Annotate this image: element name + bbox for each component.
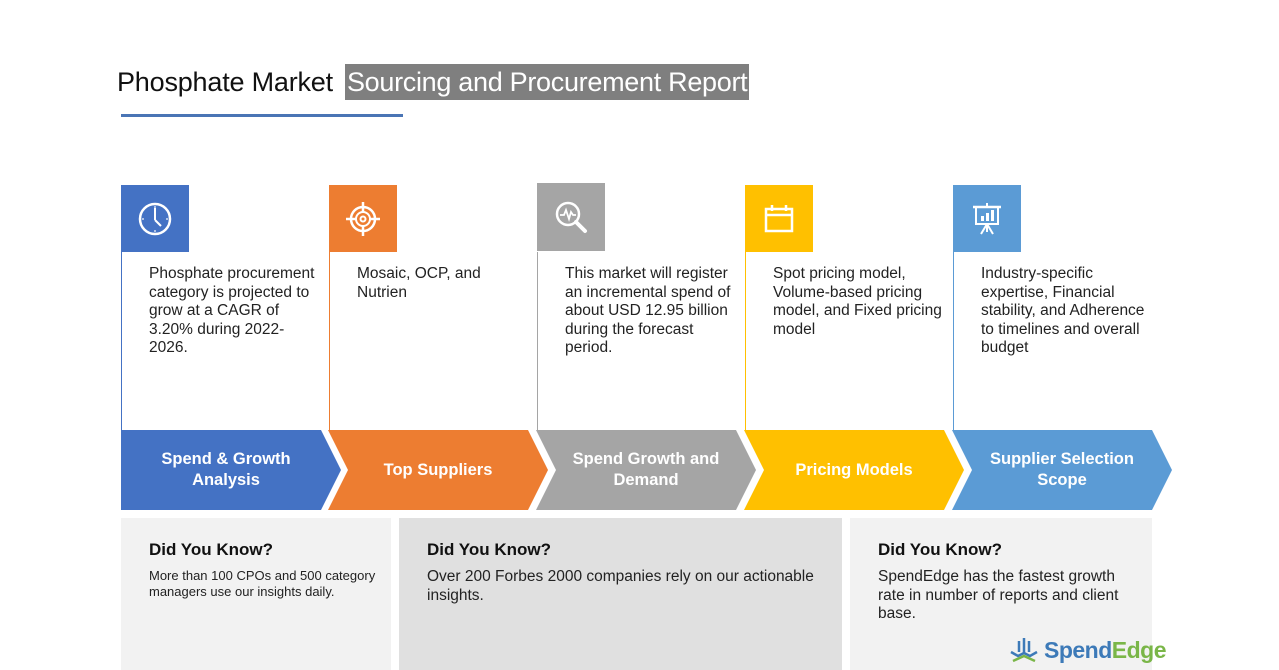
- dyk-title: Did You Know?: [149, 540, 274, 559]
- did-you-know-1: Did You Know? More than 100 CPOs and 500…: [121, 518, 391, 670]
- did-you-know-2: Did You Know? Over 200 Forbes 2000 compa…: [399, 518, 842, 670]
- step-3-icon-box: [537, 183, 605, 251]
- step-2-text: Mosaic, OCP, and Nutrien: [357, 265, 481, 301]
- did-you-know-3: Did You Know? SpendEdge has the fastest …: [850, 518, 1152, 670]
- dyk-text: Over 200 Forbes 2000 companies rely on o…: [427, 568, 814, 604]
- step-4-card: Spot pricing model, Volume-based pricing…: [745, 252, 955, 430]
- chevron-label: Supplier Selection Scope: [990, 450, 1134, 489]
- step-2-card: Mosaic, OCP, and Nutrien: [329, 252, 539, 430]
- step-5-card: Industry-specific expertise, Financial s…: [953, 252, 1163, 430]
- dyk-title: Did You Know?: [878, 540, 1003, 559]
- step-3-text: This market will register an incremental…: [565, 265, 731, 357]
- presentation-chart-icon: [973, 203, 1001, 235]
- chevron-label: Top Suppliers: [383, 460, 493, 479]
- clock-icon: [138, 202, 172, 236]
- step-1-card: Phosphate procurement category is projec…: [121, 252, 331, 430]
- chevron-label: Pricing Models: [795, 460, 913, 479]
- page-title: Phosphate Market Sourcing and Procuremen…: [117, 64, 750, 100]
- dyk-text: SpendEdge has the fastest growth rate in…: [878, 568, 1119, 622]
- step-5-icon-box: [953, 185, 1021, 253]
- step-2-icon-box: [329, 185, 397, 253]
- step-1-text: Phosphate procurement category is projec…: [149, 265, 315, 357]
- title-main: Phosphate Market: [117, 66, 333, 97]
- chevron-label: Spend Growth and Demand: [572, 450, 720, 489]
- step-1-icon-box: [121, 185, 189, 253]
- chevron-spend-demand: Spend Growth and Demand: [536, 430, 758, 510]
- spendedge-logo-icon: [1010, 638, 1038, 663]
- chevron-supplier-selection: Supplier Selection Scope: [952, 430, 1174, 510]
- step-4-text: Spot pricing model, Volume-based pricing…: [773, 265, 942, 338]
- dyk-title: Did You Know?: [427, 540, 552, 559]
- logo-wordmark: SpendEdge: [1044, 636, 1167, 663]
- dyk-text: More than 100 CPOs and 500 category mana…: [149, 568, 376, 599]
- step-4-icon-box: [745, 185, 813, 253]
- chevron-label: Spend & Growth Analysis: [161, 450, 291, 489]
- chevron-spend-growth: Spend & Growth Analysis: [121, 430, 343, 510]
- step-3-card: This market will register an incremental…: [537, 252, 747, 430]
- title-underline: [121, 114, 403, 117]
- spendedge-logo: SpendEdge: [1009, 636, 1167, 664]
- magnifier-pulse-icon: [555, 201, 587, 233]
- target-icon: [346, 202, 380, 236]
- chevron-pricing-models: Pricing Models: [744, 430, 966, 510]
- title-highlight: Sourcing and Procurement Report: [344, 64, 750, 100]
- calendar-icon: [764, 205, 794, 233]
- chevron-top-suppliers: Top Suppliers: [328, 430, 550, 510]
- step-5-text: Industry-specific expertise, Financial s…: [981, 265, 1145, 357]
